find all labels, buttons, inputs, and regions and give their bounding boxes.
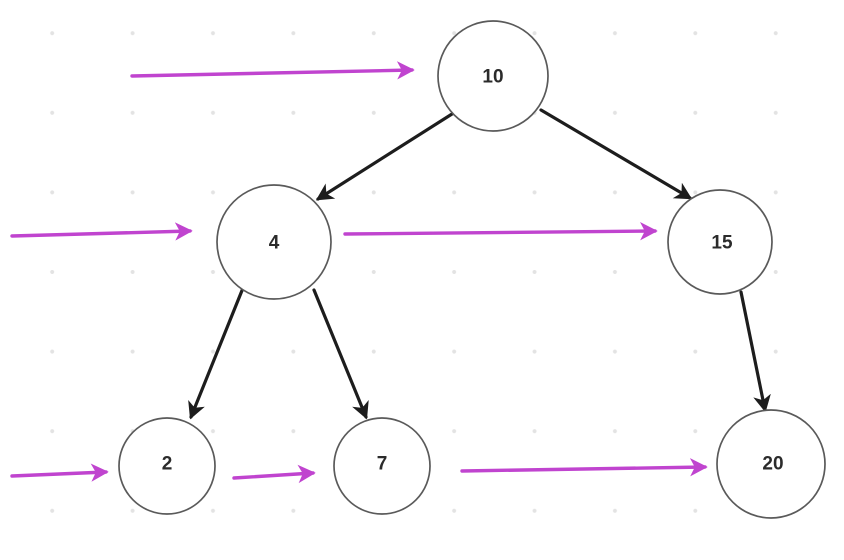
tree-node-2[interactable]: 2 [118, 417, 216, 515]
node-circle-20[interactable] [716, 409, 826, 519]
node-label-7: 7 [377, 454, 388, 475]
tree-nodes: 10 4 15 2 7 20 [118, 20, 826, 519]
node-label-2: 2 [162, 454, 173, 475]
node-label-10: 10 [482, 67, 503, 88]
tree-node-20[interactable]: 20 [716, 409, 826, 519]
annotation-arrow-node7[interactable] [232, 464, 316, 484]
node-circle-15[interactable] [667, 189, 773, 295]
node-circle-10[interactable] [437, 20, 549, 132]
edge-10-15 [539, 108, 693, 200]
annotation-arrows [10, 61, 708, 484]
node-circle-2[interactable] [118, 417, 216, 515]
tree-node-4[interactable]: 4 [216, 184, 332, 300]
tree-node-10[interactable]: 10 [437, 20, 549, 132]
annotation-arrow-root[interactable] [130, 61, 415, 80]
annotation-arrow-middle[interactable] [343, 221, 658, 241]
edge-4-2 [188, 286, 245, 420]
tree-edges [188, 108, 771, 420]
annotation-arrow-node2[interactable] [10, 463, 109, 482]
node-circle-7[interactable] [333, 417, 431, 515]
tree-node-7[interactable]: 7 [333, 417, 431, 515]
node-label-4: 4 [269, 233, 280, 254]
annotation-arrow-node20[interactable] [460, 458, 708, 477]
edge-15-20 [739, 290, 771, 413]
node-label-15: 15 [711, 233, 733, 254]
tree-node-15[interactable]: 15 [667, 189, 773, 295]
node-circle-4[interactable] [216, 184, 332, 300]
edge-10-4 [315, 112, 454, 201]
edge-4-7 [312, 288, 369, 420]
annotation-arrow-left[interactable] [10, 222, 193, 241]
node-label-20: 20 [762, 454, 783, 475]
